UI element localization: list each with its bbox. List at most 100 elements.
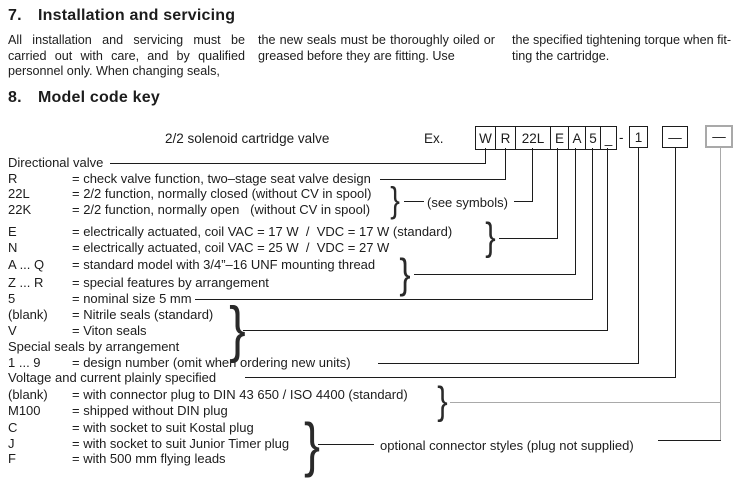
model-key-row: 22L = 2/2 function, normally closed (with…: [8, 187, 372, 200]
connector-line: [505, 148, 506, 179]
model-key-code: N: [8, 240, 18, 255]
connector-line: [592, 148, 593, 299]
see-symbols-note: (see symbols): [427, 195, 508, 210]
code-cell: 22L: [516, 127, 551, 149]
model-key-description: = special features by arrangement: [72, 275, 269, 290]
connector-line: [720, 148, 721, 440]
section8-number: 8.: [8, 89, 22, 106]
model-key-row: R = check valve function, two–stage seat …: [8, 172, 371, 185]
design-number-box: 1: [629, 126, 648, 148]
model-key-row: Directional valve: [8, 156, 103, 169]
model-key-code: J: [8, 436, 15, 451]
connector-line: [575, 148, 576, 274]
code-cell: 5: [586, 127, 601, 149]
model-key-description: = design number (omit when ordering new …: [72, 355, 351, 370]
code-separator: -: [619, 130, 624, 145]
model-key-code: 5: [8, 291, 16, 306]
model-key-description: = with socket to suit Kostal plug: [72, 420, 254, 435]
section7-heading: 7. Installation and servicing: [8, 7, 235, 25]
connector-line: [110, 163, 486, 164]
section7-column3-line1: the specified tightening torque when fit…: [512, 33, 732, 47]
connector-line: [514, 201, 533, 202]
connector-line: [318, 444, 374, 445]
code-cell: A: [569, 127, 586, 149]
model-key-description: = shipped without DIN plug: [72, 403, 228, 418]
connector-line: [532, 148, 533, 201]
model-key-row: Voltage and current plainly specified: [8, 371, 216, 384]
connector-line: [499, 238, 558, 239]
model-key-code: 1 ... 9: [8, 355, 41, 370]
model-key-description: = with 500 mm flying leads: [72, 451, 226, 466]
model-key-row: Special seals by arrangement: [8, 340, 179, 353]
model-key-description: = electrically actuated, coil VAC = 25 W…: [72, 240, 390, 255]
model-key-code: (blank): [8, 387, 48, 402]
section7-column3-line2: ting the cartridge.: [512, 48, 610, 63]
optional-connector-note: optional connector styles (plug not supp…: [380, 438, 634, 453]
model-key-row: V= Viton seals: [8, 324, 147, 337]
connector-line: [380, 179, 506, 180]
model-key-row: 1 ... 9 = design number (omit when orderi…: [8, 356, 351, 369]
model-key-description: = standard model with 3/4”–16 UNF mounti…: [72, 257, 376, 272]
model-key-code: Voltage and current plainly specified: [8, 370, 217, 385]
model-key-code: C: [8, 420, 18, 435]
model-key-description: = check valve function, two–stage seat v…: [72, 171, 371, 186]
model-key-code: Directional valve: [8, 155, 104, 170]
section8-title: Model code key: [38, 89, 160, 106]
grouping-brace: }: [399, 250, 411, 297]
model-key-description: = 2/2 function, normally open (without C…: [72, 202, 371, 217]
connector-line: [450, 402, 721, 403]
model-key-row: Z ... R = special features by arrangement: [8, 276, 269, 289]
connector-line: [607, 148, 608, 330]
model-key-row: N = electrically actuated, coil VAC = 25 …: [8, 241, 389, 254]
voltage-box: —: [662, 126, 688, 148]
model-key-row: E = electrically actuated, coil VAC = 17 …: [8, 225, 452, 238]
code-cell: R: [496, 127, 516, 149]
connector-line: [675, 148, 676, 377]
connector-line: [378, 363, 639, 364]
connector-line: [414, 274, 576, 275]
model-key-code: V: [8, 323, 17, 338]
model-key-description: = electrically actuated, coil VAC = 17 W…: [72, 224, 453, 239]
connector-line: [557, 148, 558, 238]
grouping-brace: }: [229, 295, 246, 364]
example-label: Ex.: [424, 131, 444, 146]
section7-title: Installation and servicing: [38, 7, 236, 24]
connector-line: [243, 330, 608, 331]
model-key-row: F= with 500 mm flying leads: [8, 452, 226, 465]
grouping-brace: }: [485, 216, 496, 259]
connector-line: [638, 148, 639, 363]
section8-heading: 8. Model code key: [8, 89, 160, 107]
model-key-row: C = with socket to suit Kostal plug: [8, 421, 254, 434]
model-key-description: = 2/2 function, normally closed (without…: [72, 186, 372, 201]
model-key-description: = Nitrile seals (standard): [72, 307, 214, 322]
model-key-row: A ... Q = standard model with 3/4”–16 UNF…: [8, 258, 375, 271]
model-key-code: Special seals by arrangement: [8, 339, 180, 354]
section7-column3: the specified tightening torque when fit…: [512, 33, 749, 64]
model-key-description: = with socket to suit Junior Timer plug: [72, 436, 290, 451]
connector-line: [195, 299, 593, 300]
model-key-description: = nominal size 5 mm: [72, 291, 192, 306]
model-key-code: A ... Q: [8, 257, 45, 272]
model-key-code: 22L: [8, 186, 30, 201]
model-key-code: E: [8, 224, 17, 239]
grouping-brace: }: [437, 380, 448, 423]
connector-line: [658, 440, 721, 441]
model-key-row: J = with socket to suit Junior Timer plug: [8, 437, 289, 450]
model-key-code: Z ... R: [8, 275, 44, 290]
model-key-row: 22K= 2/2 function, normally open (withou…: [8, 203, 370, 216]
code-cell: W: [476, 127, 496, 149]
code-cell: _: [604, 130, 613, 146]
model-key-code: R: [8, 171, 18, 186]
code-caption: 2/2 solenoid cartridge valve: [165, 131, 330, 146]
model-key-code: M100: [8, 403, 41, 418]
connector-line: [485, 148, 486, 163]
model-key-code: (blank): [8, 307, 48, 322]
connector-line: [404, 201, 424, 202]
model-key-row: M100 = shipped without DIN plug: [8, 404, 228, 417]
model-key-row: (blank) = Nitrile seals (standard): [8, 308, 213, 321]
section7-number: 7.: [8, 7, 22, 24]
code-cell: E: [551, 127, 569, 149]
model-key-row: (blank)= with connector plug to DIN 43 6…: [8, 388, 408, 401]
